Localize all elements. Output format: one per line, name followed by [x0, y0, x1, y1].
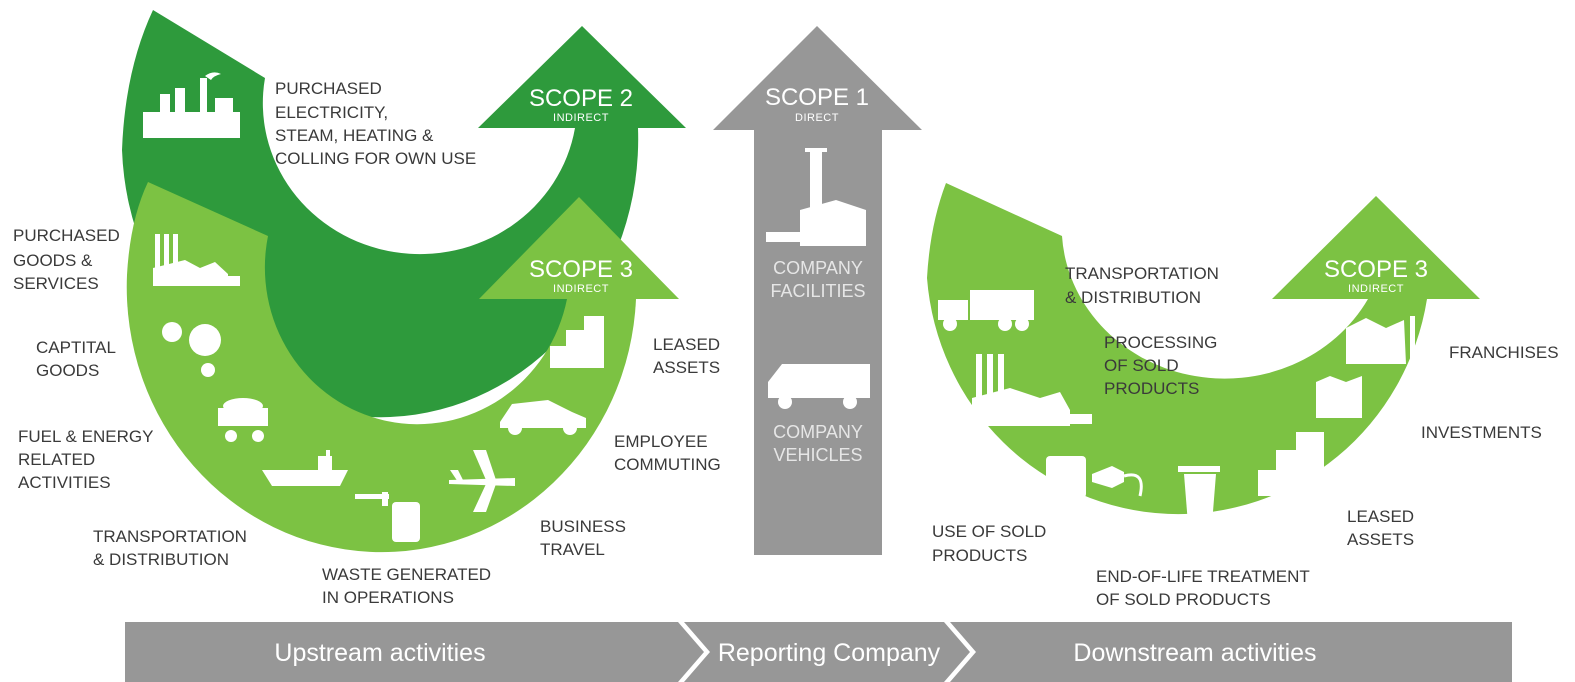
downstream-leased-assets-line2: ASSETS — [1347, 530, 1414, 549]
processing-line1: PROCESSING — [1104, 333, 1217, 352]
scope1-title: SCOPE 1 — [765, 84, 869, 111]
downstream-transportation-label: TRANSPORTATION & DISTRIBUTION — [1065, 264, 1219, 307]
reporting-band — [684, 622, 970, 682]
franchise-factory-icon — [1346, 316, 1415, 364]
cargo-ship-icon — [262, 450, 348, 486]
car-icon — [500, 400, 586, 435]
upstream-leased-assets-line2: ASSETS — [653, 358, 720, 377]
coal-cart-icon — [218, 398, 268, 442]
business-travel-line2: TRAVEL — [540, 540, 605, 559]
scope2-label-line1: PURCHASED — [275, 79, 382, 98]
waste-label: WASTE GENERATED IN OPERATIONS — [322, 565, 491, 607]
purchased-goods-line3: SERVICES — [13, 274, 99, 293]
franchises-label: FRANCHISES — [1449, 343, 1559, 362]
processing-line2: OF SOLD — [1104, 356, 1179, 375]
office-building-icon — [1258, 432, 1324, 496]
downstream-band-label: Downstream activities — [1073, 639, 1316, 667]
upstream-transportation-label: TRANSPORTATION & DISTRIBUTION — [93, 527, 247, 569]
airplane-icon — [449, 450, 515, 512]
scope3-upstream-arrow — [126, 182, 679, 553]
reporting-band-label: Reporting Company — [718, 639, 941, 667]
purchased-goods-line1: PURCHASED — [13, 226, 120, 245]
upstream-leased-assets-label: LEASED ASSETS — [653, 335, 720, 377]
scope3-downstream-subtitle: INDIRECT — [1348, 283, 1404, 295]
scope2-label: PURCHASED ELECTRICITY, STEAM, HEATING & … — [275, 79, 476, 168]
downstream-leased-assets-line1: LEASED — [1347, 507, 1414, 526]
factory-icon — [143, 72, 240, 138]
industrial-plant-icon — [153, 234, 240, 286]
fuel-energy-line3: ACTIVITIES — [18, 473, 111, 492]
fuel-energy-label: FUEL & ENERGY RELATED ACTIVITIES — [18, 427, 153, 492]
use-of-sold-line1: USE OF SOLD — [932, 522, 1046, 541]
scope1-vehicles-line2: VEHICLES — [773, 445, 862, 465]
upstream-band-label: Upstream activities — [274, 639, 485, 667]
truck-icon — [938, 290, 1034, 331]
scope2-label-line2: ELECTRICITY, — [275, 103, 388, 122]
business-travel-label: BUSINESS TRAVEL — [540, 517, 626, 559]
scope2-label-line4: COLLING FOR OWN USE — [275, 149, 476, 168]
scope1-subtitle: DIRECT — [795, 112, 839, 124]
capital-goods-label: CAPTITAL GOODS — [36, 338, 116, 380]
purchased-goods-label: PURCHASED GOODS & SERVICES — [13, 226, 120, 293]
trash-bin-icon — [1178, 466, 1220, 524]
processing-label: PROCESSING OF SOLD PRODUCTS — [1104, 333, 1217, 398]
power-plant-icon — [972, 354, 1092, 426]
franchises-line1: FRANCHISES — [1449, 343, 1559, 362]
processing-line3: PRODUCTS — [1104, 379, 1199, 398]
downstream-transportation-line1: TRANSPORTATION — [1065, 264, 1219, 283]
scope3-upstream-title: SCOPE 3 — [529, 256, 633, 283]
downstream-leased-assets-label: LEASED ASSETS — [1347, 507, 1414, 549]
downstream-band — [950, 622, 1512, 682]
use-of-sold-line2: PRODUCTS — [932, 546, 1027, 565]
employee-commuting-line1: EMPLOYEE — [614, 432, 708, 451]
investments-line1: INVESTMENTS — [1421, 423, 1542, 442]
upstream-band — [125, 622, 704, 682]
employee-commuting-line2: COMMUTING — [614, 455, 721, 474]
business-travel-line1: BUSINESS — [540, 517, 626, 536]
scope2-subtitle: INDIRECT — [553, 112, 609, 124]
scope3-downstream-arrow — [927, 183, 1480, 515]
scope2-label-line3: STEAM, HEATING & — [275, 126, 434, 145]
scope1-facilities-line1: COMPANY — [773, 258, 863, 278]
scope1-vehicles-line1: COMPANY — [773, 422, 863, 442]
end-of-life-line1: END-OF-LIFE TREATMENT — [1096, 567, 1310, 586]
fuel-energy-line2: RELATED — [18, 450, 95, 469]
upstream-transportation-line2: & DISTRIBUTION — [93, 550, 229, 569]
upstream-transportation-line1: TRANSPORTATION — [93, 527, 247, 546]
delivery-van-icon — [768, 364, 870, 409]
capital-goods-line2: GOODS — [36, 361, 99, 380]
downstream-transportation-line2: & DISTRIBUTION — [1065, 288, 1201, 307]
gears-icon — [162, 322, 221, 377]
fuel-energy-line1: FUEL & ENERGY — [18, 427, 153, 446]
warehouse-icon — [1316, 376, 1362, 418]
plug-icon — [1092, 466, 1143, 497]
smokestack-icon — [766, 148, 866, 246]
upstream-leased-assets-line1: LEASED — [653, 335, 720, 354]
scope3-upstream-subtitle: INDIRECT — [553, 283, 609, 295]
power-socket-icon — [1046, 456, 1086, 498]
purchased-goods-line2: GOODS & — [13, 251, 93, 270]
scope1-facilities-line2: FACILITIES — [770, 281, 865, 301]
use-of-sold-label: USE OF SOLD PRODUCTS — [932, 522, 1046, 565]
end-of-life-label: END-OF-LIFE TREATMENT OF SOLD PRODUCTS — [1096, 567, 1310, 609]
waste-line1: WASTE GENERATED — [322, 565, 491, 584]
capital-goods-line1: CAPTITAL — [36, 338, 116, 357]
employee-commuting-label: EMPLOYEE COMMUTING — [614, 432, 721, 474]
scope2-title: SCOPE 2 — [529, 85, 633, 112]
investments-label: INVESTMENTS — [1421, 423, 1542, 442]
scope3-downstream-title: SCOPE 3 — [1324, 256, 1428, 283]
waste-line2: IN OPERATIONS — [322, 588, 454, 607]
office-building-icon — [550, 316, 604, 368]
oil-barrel-icon — [355, 492, 420, 542]
end-of-life-line2: OF SOLD PRODUCTS — [1096, 590, 1271, 609]
scope1-arrow — [713, 26, 922, 555]
